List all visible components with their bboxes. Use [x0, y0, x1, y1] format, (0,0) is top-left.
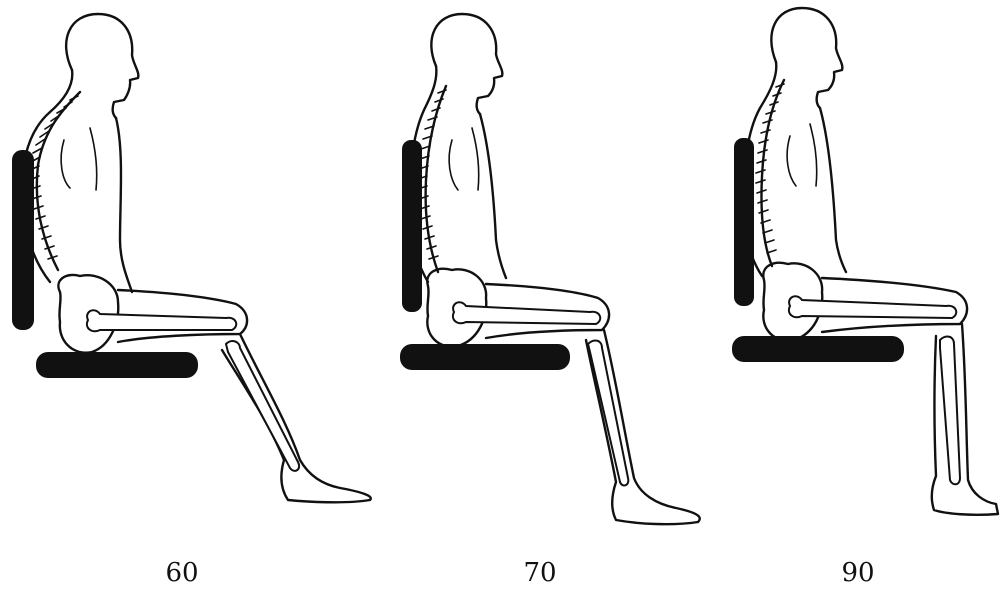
torso-front [820, 108, 846, 272]
spine [426, 86, 446, 272]
seat-pad [400, 344, 570, 370]
figure-caption: 90 [841, 560, 874, 586]
vertebrae [30, 96, 78, 259]
arm-line [61, 128, 97, 190]
figure-70 [400, 14, 700, 524]
torso-front [480, 114, 506, 278]
femur [453, 302, 600, 324]
figure-caption: 60 [165, 560, 198, 586]
seat-pad [36, 352, 198, 378]
tibia [940, 337, 960, 485]
head-outline [66, 14, 138, 118]
arm-line [787, 124, 817, 186]
figure-90 [732, 8, 998, 515]
head-outline [771, 8, 842, 108]
femur [789, 296, 956, 318]
figure-60 [12, 14, 371, 502]
seat-pad [732, 336, 904, 362]
spine [761, 80, 784, 266]
tibia [226, 341, 299, 471]
figure-caption: 70 [523, 560, 556, 586]
torso-front [116, 118, 132, 292]
arm-line [449, 128, 479, 190]
femur [87, 310, 236, 331]
